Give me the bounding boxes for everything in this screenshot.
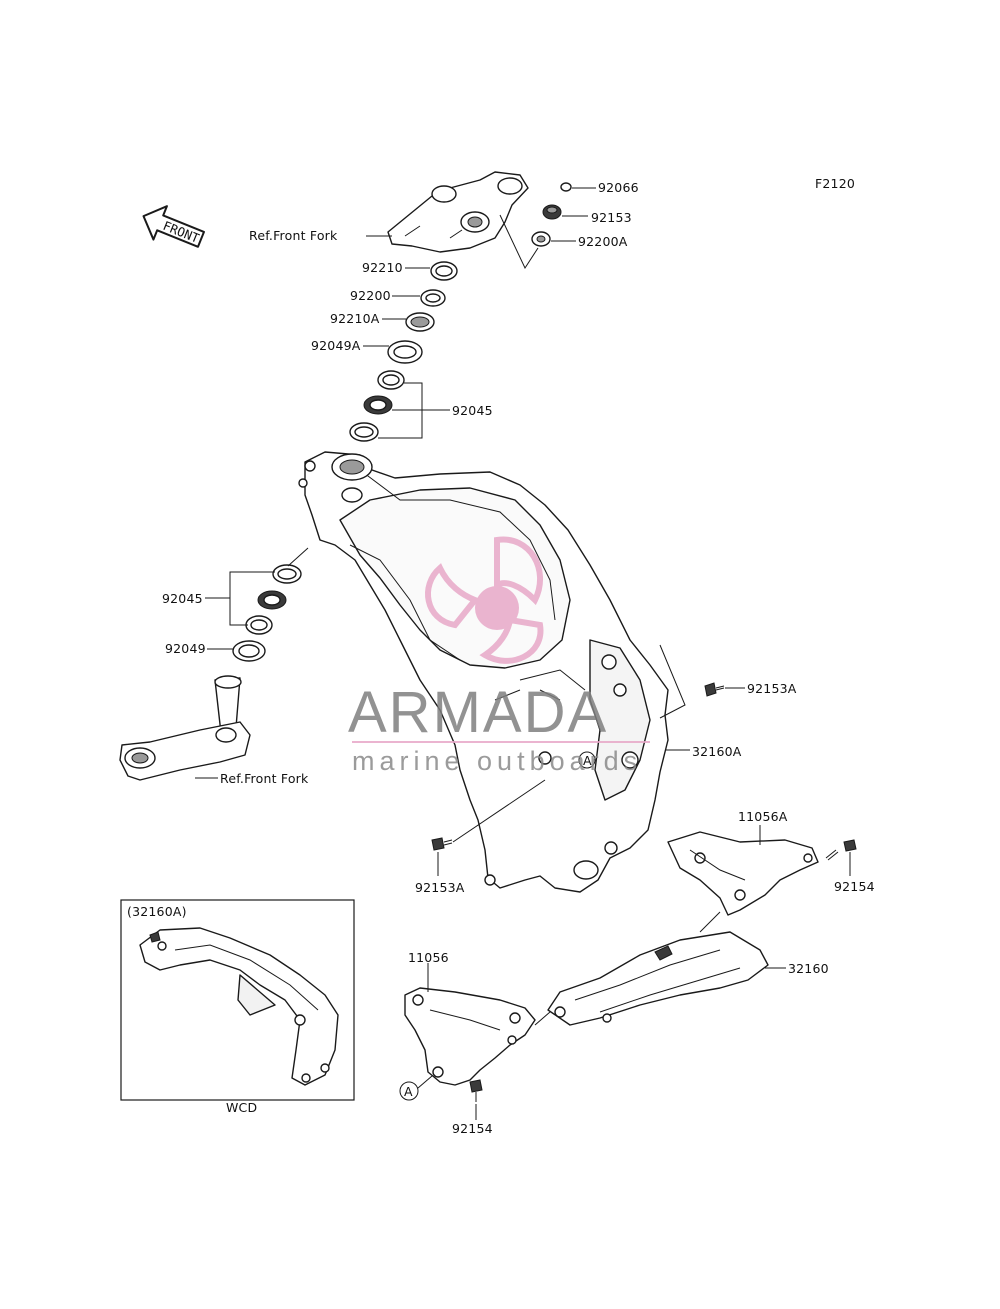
label-92210A: 92210A [330,311,380,326]
marker-a-frame: A [583,753,592,768]
bolt-92153A-right [704,682,725,697]
nut-92153 [542,204,562,220]
marker-a-bracket: A [404,1084,413,1099]
washer-92210A [405,312,435,332]
bearing-92045-upper [349,370,405,442]
subframe-32160 [547,931,769,1026]
label-92049: 92049 [165,641,206,656]
label-92153A-bottom: 92153A [415,880,465,895]
label-92154-right: 92154 [834,879,875,894]
armada-logo: ARMADA marine outboards [348,536,650,776]
label-32160A: 32160A [692,744,742,759]
label-92210: 92210 [362,260,403,275]
label-ref-front-fork-bottom: Ref.Front Fork [220,771,309,786]
washer-92200 [420,289,446,307]
diagram-code: F2120 [815,176,855,191]
bolt-92154-right [825,839,857,861]
label-ref-front-fork-top: Ref.Front Fork [249,228,338,243]
seal-92049 [232,640,266,662]
label-92066: 92066 [598,180,639,195]
washer-92210 [430,261,458,281]
bearing-92045-lower [245,564,302,635]
label-11056A: 11056A [738,809,788,824]
label-32160: 32160 [788,961,829,976]
lower-triple-clamp-stem [119,675,251,781]
seal-92049A [387,340,423,364]
watermark-tagline: marine outboards [352,746,642,776]
label-92045-left: 92045 [162,591,203,606]
upper-triple-clamp [387,171,529,253]
label-92153: 92153 [591,210,632,225]
inset-32160A: (32160A) WCD [120,899,355,1115]
main-frame [298,451,669,893]
label-92153A-right: 92153A [747,681,797,696]
inset-title: (32160A) [127,904,187,919]
label-92045-top: 92045 [452,403,493,418]
label-92200A: 92200A [578,234,628,249]
bolt-92153A-bottom [431,837,453,851]
watermark-brand: ARMADA [348,680,608,745]
inset-caption: WCD [226,1100,257,1115]
nut-92066 [560,182,572,192]
label-92200: 92200 [350,288,391,303]
label-92049A: 92049A [311,338,361,353]
propeller-logo-icon [425,536,544,664]
label-11056: 11056 [408,950,449,965]
front-arrow-icon: FRONT [142,205,205,248]
label-92154-bottom: 92154 [452,1121,493,1136]
bracket-11056A [667,831,819,916]
bracket-11056 [404,987,536,1086]
washer-92200A [531,231,551,247]
bolt-92154-bottom [469,1079,483,1102]
